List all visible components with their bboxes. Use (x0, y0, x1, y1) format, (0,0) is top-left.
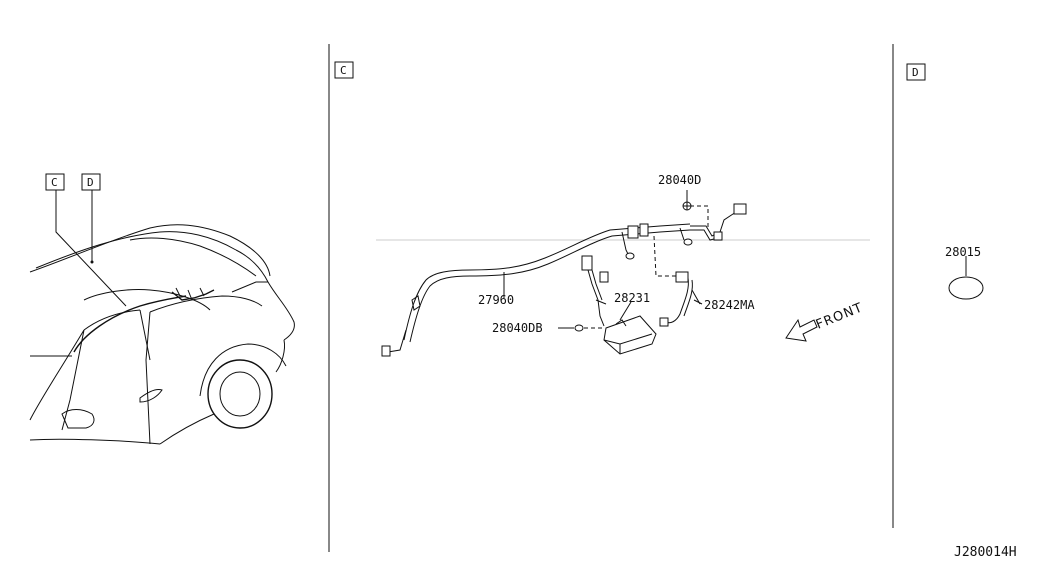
part-label-28231[interactable]: 28231 (614, 291, 650, 305)
ref-label-d: D (912, 66, 919, 79)
part-label-27960[interactable]: 27960 (478, 293, 514, 307)
part-label-28040d[interactable]: 28040D (658, 173, 701, 187)
part-label-28015[interactable]: 28015 (945, 245, 981, 259)
view-c: C (334, 61, 870, 357)
view-d: D 28015 (906, 63, 984, 300)
part-label-28242ma[interactable]: 28242MA (704, 298, 755, 312)
vehicle-overview: C D (29, 173, 295, 445)
diagram-code: J280014H (954, 545, 1017, 560)
ref-label-c-overview: C (51, 176, 58, 189)
front-arrow-icon (785, 318, 818, 342)
ref-box-c-overview[interactable] (45, 173, 65, 191)
ref-box-c[interactable] (334, 61, 354, 79)
front-direction-label: FRONT (814, 300, 865, 332)
ref-label-c: C (340, 64, 347, 77)
part-label-28040db[interactable]: 28040DB (492, 321, 543, 335)
antenna-part-28015[interactable] (948, 276, 984, 300)
ref-box-d-overview[interactable] (81, 173, 101, 191)
ref-box-d[interactable] (906, 63, 926, 81)
ref-label-d-overview: D (87, 176, 94, 189)
